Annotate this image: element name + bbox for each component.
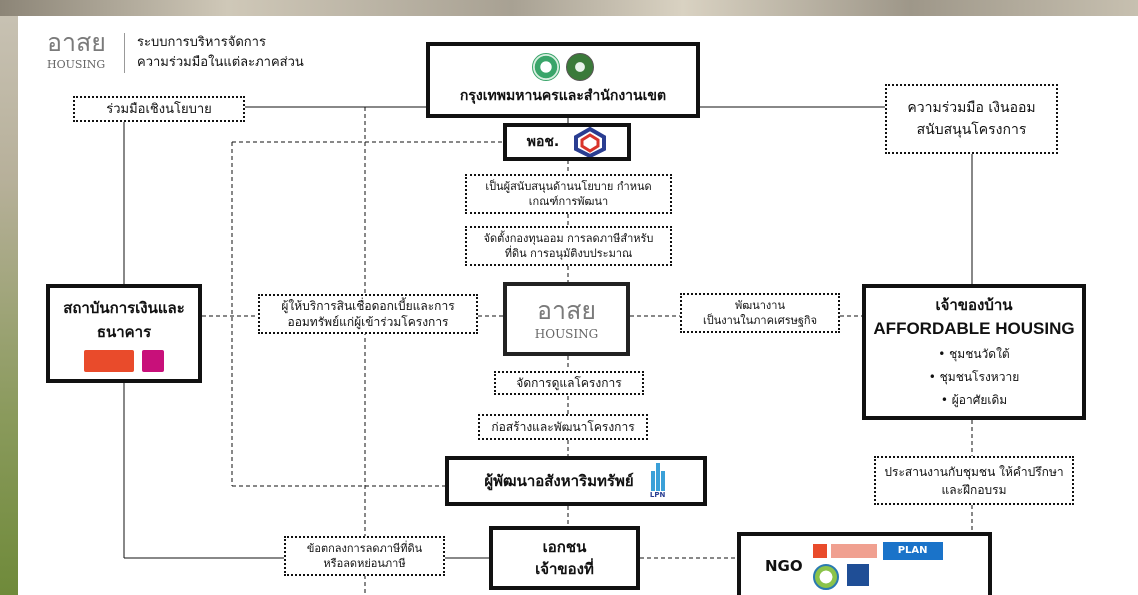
node-finance-coop: ความร่วมมือ เงินออม สนับสนุนโครงการ <box>885 84 1058 154</box>
community-line1: ประสานงานกับชุมชน ให้คำปรึกษา <box>884 464 1064 479</box>
bank-line2: ธนาคาร <box>96 322 152 341</box>
private-line1: เอกชน <box>542 538 587 556</box>
owner-bullet-text: ชุมชนโรงหวาย <box>939 369 1020 384</box>
node-loan: ผู้ให้บริการสินเชื่อดอกเบี้ยและการ ออมทร… <box>258 294 478 334</box>
brand-logo-en: HOUSING <box>47 58 106 71</box>
community-line2: และฝึกอบรม <box>941 482 1007 497</box>
ngo-blue-logo-icon <box>846 563 869 586</box>
tax-line1: ข้อตกลงการลดภาษีที่ดิน <box>306 542 423 555</box>
node-bangkok: กรุงเทพมหานครและสำนักงานเขต <box>426 42 700 118</box>
ghb-logo-icon <box>84 349 134 372</box>
owner-line2: AFFORDABLE HOUSING <box>873 318 1075 338</box>
tagline-line2: ความร่วมมือในแต่ละภาคส่วน <box>137 55 304 70</box>
bangkok-seal-icon <box>532 53 560 81</box>
node-fund: จัดตั้งกองทุนออม การลดภาษีสำหรับ ที่ดิน … <box>465 226 672 266</box>
background-photo-top <box>0 0 1138 16</box>
bank-logos <box>84 349 164 372</box>
node-bank: สถาบันการเงินและ ธนาคาร <box>46 284 202 383</box>
lpn-label: LPN <box>649 491 666 499</box>
network-logo-icon <box>812 543 877 558</box>
owner-bullet-text: ผู้อาศัยเดิม <box>951 392 1008 407</box>
finance-coop-line1: ความร่วมมือ เงินออม <box>907 100 1036 116</box>
node-ngo: NGO PLAN <box>737 532 992 595</box>
econ-line2: เป็นงานในภาคเศรษฐกิจ <box>702 314 818 327</box>
brand-logo: อาสย HOUSING <box>47 28 119 72</box>
ngo-label: NGO <box>765 556 803 575</box>
owner-bullet-item: • ผู้อาศัยเดิม <box>940 392 1008 407</box>
node-econ: พัฒนางาน เป็นงานในภาคเศรษฐกิจ <box>680 293 840 333</box>
node-developer: ผู้พัฒนาอสังหาริมทรัพย์ LPN <box>445 456 707 506</box>
bangkok-logos <box>532 53 594 81</box>
node-construct: ก่อสร้างและพัฒนาโครงการ <box>478 414 648 440</box>
tagline-line1: ระบบการบริหารจัดการ <box>137 35 266 50</box>
brand-tagline: ระบบการบริหารจัดการ ความร่วมมือในแต่ละภา… <box>137 33 304 73</box>
bangkok-label: กรุงเทพมหานครและสำนักงานเขต <box>459 88 667 104</box>
district-seal-icon <box>566 53 594 81</box>
finance-coop-line2: สนับสนุนโครงการ <box>916 122 1027 138</box>
owner-bullet-list: • ชุมชนวัดใต้ • ชุมชนโรงหวาย • ผู้อาศัยเ… <box>929 343 1019 412</box>
node-private: เอกชน เจ้าของที่ <box>489 526 640 590</box>
node-manage: จัดการดูแลโครงการ <box>494 371 644 395</box>
manage-label: จัดการดูแลโครงการ <box>516 375 622 390</box>
ngo-logo-row-2 <box>812 563 943 590</box>
lpn-tower-icon <box>650 463 665 491</box>
policy-support-line1: เป็นผู้สนับสนุนด้านนโยบาย กำหนด <box>485 180 652 193</box>
bank-line1: สถาบันการเงินและ <box>63 298 185 317</box>
center-logo-en: HOUSING <box>534 327 599 341</box>
owner-bullet-text: ชุมชนวัดใต้ <box>949 346 1010 361</box>
loan-line2: ออมทรัพย์แก่ผู้เข้าร่วมโครงการ <box>287 315 449 329</box>
brand-logo-thai: อาสย <box>47 28 106 57</box>
node-community: ประสานงานกับชุมชน ให้คำปรึกษา และฝึกอบรม <box>874 456 1074 505</box>
ngo-seal-icon <box>812 563 839 590</box>
lpn-logo-icon: LPN <box>648 463 668 499</box>
node-center-housing: อาสย HOUSING <box>503 282 630 356</box>
gsb-logo-icon <box>142 349 164 372</box>
tax-line2: หรือลดหย่อนภาษี <box>323 557 406 570</box>
node-policy-coop: ร่วมมือเชิงนโยบาย <box>73 96 245 122</box>
node-policy-support: เป็นผู้สนับสนุนด้านนโยบาย กำหนด เกณฑ์การ… <box>465 174 672 214</box>
policy-coop-label: ร่วมมือเชิงนโยบาย <box>106 101 212 117</box>
owner-bullet-item: • ชุมชนโรงหวาย <box>928 369 1020 384</box>
brand-divider <box>124 33 125 73</box>
dpt-label: พอช. <box>526 134 560 150</box>
plan-logo-icon: PLAN <box>882 541 943 560</box>
fund-line2: ที่ดิน การอนุมัติงบประมาณ <box>504 247 633 260</box>
developer-label: ผู้พัฒนาอสังหาริมทรัพย์ <box>484 472 634 490</box>
construct-label: ก่อสร้างและพัฒนาโครงการ <box>491 419 635 434</box>
center-logo-thai: อาสย <box>537 296 596 325</box>
owner-line1: เจ้าของบ้าน <box>935 295 1013 314</box>
node-owner: เจ้าของบ้าน AFFORDABLE HOUSING • ชุมชนวั… <box>862 284 1086 420</box>
policy-support-line2: เกณฑ์การพัฒนา <box>528 195 609 208</box>
node-tax: ข้อตกลงการลดภาษีที่ดิน หรือลดหย่อนภาษี <box>284 536 445 576</box>
loan-line1: ผู้ให้บริการสินเชื่อดอกเบี้ยและการ <box>281 299 455 313</box>
private-line2: เจ้าของที่ <box>535 560 594 578</box>
node-dpt: พอช. <box>503 123 631 161</box>
plan-label: PLAN <box>897 545 928 556</box>
dpt-logo-icon <box>574 127 607 157</box>
ngo-logo-row-1: PLAN <box>812 541 943 560</box>
econ-line1: พัฒนางาน <box>735 299 785 312</box>
fund-line1: จัดตั้งกองทุนออม การลดภาษีสำหรับ <box>483 232 654 245</box>
ngo-logos: PLAN <box>812 541 943 590</box>
owner-bullet-item: • ชุมชนวัดใต้ <box>938 346 1010 361</box>
